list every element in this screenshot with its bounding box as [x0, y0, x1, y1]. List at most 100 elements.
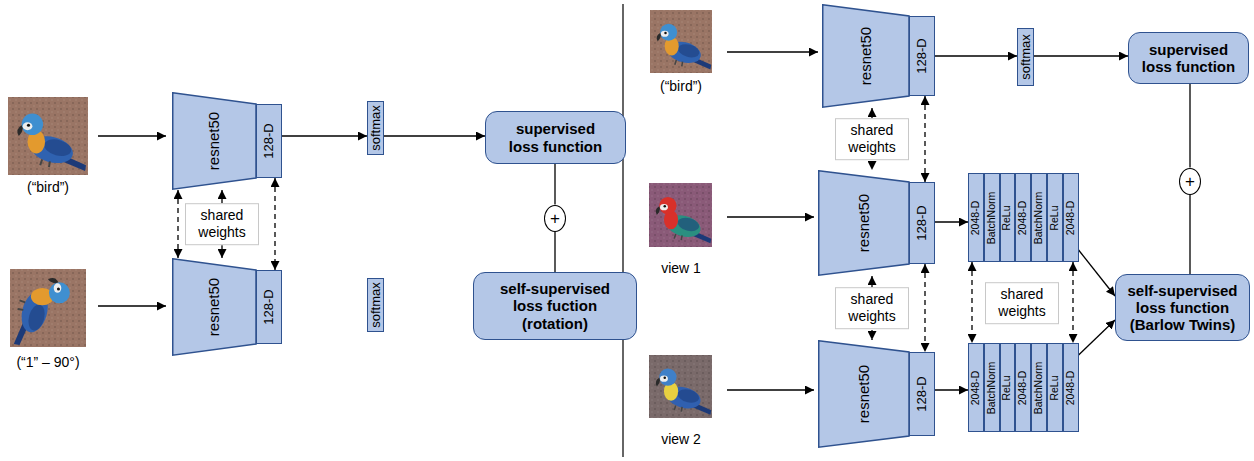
feature-box: 128-D [256, 104, 282, 178]
mlp-layer: ReLu [1047, 343, 1063, 432]
node-label: ReLu [1002, 375, 1014, 400]
mlp-layer: 2048-D [1063, 343, 1079, 432]
mlp-layer: 2048-D [968, 173, 984, 262]
loss-box: supervised loss function [1128, 32, 1249, 84]
bird-image [650, 10, 712, 73]
node-label: 2048-D [1065, 370, 1077, 404]
trapezoid-shape [173, 93, 256, 190]
node-label: self-supervised loss fuction (rotation) [490, 280, 620, 332]
resnet-block: resnet50 128-D [822, 4, 935, 108]
trapezoid-shape [823, 5, 909, 108]
node-label: resnet50 [206, 112, 223, 170]
caption: (“bird”) [660, 78, 702, 94]
resnet-block: resnet50 128-D [172, 92, 282, 190]
shared-weights-arrow [274, 178, 275, 270]
sum-node: + [1179, 168, 1201, 195]
resnet-block: resnet50 128-D [818, 170, 935, 276]
mlp-layer: 2048-D [1063, 173, 1079, 262]
caption: (“bird”) [27, 179, 69, 195]
softmax-box: softmax [367, 278, 384, 332]
node-label: BatchNorm [1033, 191, 1045, 244]
caption: (“1” – 90°) [16, 354, 79, 370]
feature-box: 128-D [909, 16, 935, 96]
loss-box: supervised loss function [485, 111, 626, 164]
node-label: 2048-D [1018, 370, 1030, 404]
connector [1034, 55, 1128, 56]
resnet-block: resnet50 128-D [818, 340, 935, 448]
connector [935, 55, 1017, 56]
node-label: softmax [1018, 34, 1032, 80]
loss-box: self-supervised loss function (Barlow Tw… [1115, 274, 1250, 341]
node-label: BatchNorm [986, 361, 998, 414]
softmax-box: softmax [1017, 28, 1034, 86]
connector [1079, 250, 1115, 296]
connector [384, 135, 485, 136]
input-arrow [98, 52, 818, 390]
rotated-bird-image [10, 269, 86, 347]
node-label: 128-D [915, 38, 929, 73]
bird-image [8, 97, 88, 175]
shared-weights-arrow [971, 262, 972, 343]
trapezoid-shape [819, 171, 909, 276]
caption: view 2 [661, 431, 701, 447]
node-label: supervised loss function [1136, 41, 1241, 76]
node-label: 128-D [915, 376, 929, 411]
connector [1189, 195, 1190, 275]
node-label: self-supervised loss function (Barlow Tw… [1123, 282, 1243, 334]
node-label: ReLu [1002, 205, 1014, 230]
shared-weights-arrow [924, 264, 925, 352]
node-label: + [550, 210, 560, 227]
shared-weights-label: shared weights [835, 118, 909, 160]
connector [935, 389, 968, 390]
node-label: resnet50 [855, 365, 872, 423]
node-label: BatchNorm [1033, 361, 1045, 414]
shared-weights-label: shared weights [985, 282, 1059, 324]
shared-weights-arrow [924, 96, 925, 182]
mlp-layer: BatchNorm [1031, 173, 1047, 262]
node-label: BatchNorm [986, 191, 998, 244]
node-label: 2048-D [970, 200, 982, 234]
mlp-layer: ReLu [1000, 173, 1016, 262]
mlp-layer: ReLu [1000, 343, 1016, 432]
divider-line [622, 4, 624, 457]
connector [554, 164, 555, 205]
softmax-box: softmax [367, 101, 384, 155]
mlp-layer: 2048-D [1015, 343, 1031, 432]
node-label: resnet50 [855, 194, 872, 252]
sum-node: + [544, 205, 566, 232]
feature-box: 128-D [256, 270, 282, 344]
node-label: resnet50 [857, 27, 874, 85]
loss-box: self-supervised loss fuction (rotation) [473, 272, 637, 340]
node-label: 128-D [262, 289, 276, 324]
mlp-layer: BatchNorm [984, 173, 1000, 262]
node-label: softmax [368, 282, 382, 328]
feature-box: 128-D [909, 182, 935, 264]
view-image [649, 355, 712, 418]
node-label: 2048-D [970, 370, 982, 404]
trapezoid-shape [173, 259, 256, 356]
node-label: 128-D [262, 123, 276, 158]
shared-weights-arrow [1072, 262, 1073, 343]
mlp-layer: 2048-D [1015, 173, 1031, 262]
view-image [649, 183, 712, 247]
node-label: ReLu [1049, 375, 1061, 400]
connector [935, 221, 968, 222]
mlp-layer: 2048-D [968, 343, 984, 432]
resnet-block: resnet50128-D [172, 258, 282, 356]
mlp-layer: ReLu [1047, 173, 1063, 262]
connector [554, 232, 555, 273]
mlp-layer: BatchNorm [1031, 343, 1047, 432]
trapezoid-shape [819, 341, 909, 448]
connector [1189, 84, 1190, 168]
node-label: + [1185, 173, 1195, 190]
connector [1079, 320, 1115, 355]
connector [282, 135, 367, 136]
node-label: 128-D [915, 205, 929, 240]
node-label: supervised loss function [503, 120, 608, 155]
feature-box: 128-D [909, 352, 935, 436]
mlp-layer: BatchNorm [984, 343, 1000, 432]
shared-weights-label: shared weights [835, 287, 909, 329]
node-label: softmax [368, 105, 382, 151]
node-label: 2048-D [1065, 200, 1077, 234]
